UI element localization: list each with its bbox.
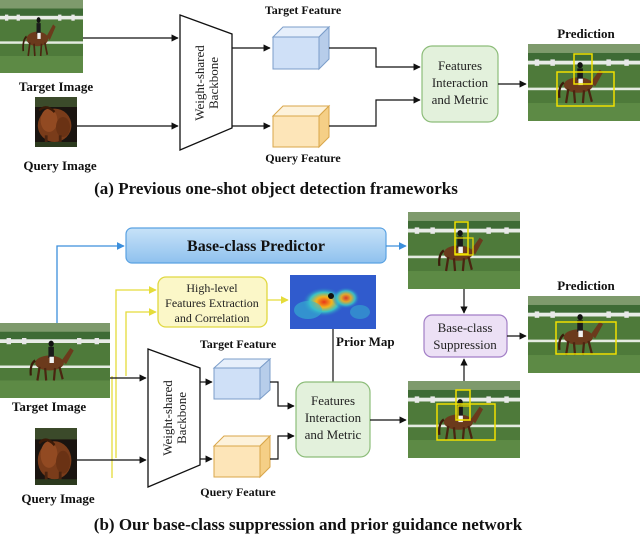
bottom-query-feature-cube: [212, 434, 272, 479]
top-interaction-line2: Interaction: [432, 75, 489, 90]
bottom-interaction-line1: Features: [311, 393, 355, 408]
base-class-bbox-horse: [454, 237, 474, 256]
top-backbone-line1: Weight-shared: [192, 45, 207, 121]
top-interaction-line1: Features: [438, 58, 482, 73]
bottom-caption: (b) Our base-class suppression and prior…: [94, 515, 523, 534]
top-target-feature-cube: [271, 25, 331, 71]
top-interaction-line3: and Metric: [432, 92, 489, 107]
bottom-query-image-label: Query Image: [21, 491, 95, 506]
top-target-image-label: Target Image: [19, 79, 93, 94]
bottom-prediction-bbox-horse: [555, 321, 617, 355]
bottom-query-image: [35, 428, 77, 485]
top-query-image: [35, 97, 77, 147]
intermediate-bbox-horse: [436, 403, 496, 441]
highlevel-line1: High-level: [186, 281, 238, 295]
top-caption: (a) Previous one-shot object detection f…: [94, 179, 458, 198]
top-backbone: [179, 14, 233, 151]
bottom-target-image: [0, 323, 110, 398]
intermediate-bbox-small: [457, 405, 471, 421]
bottom-prediction-label: Prediction: [557, 278, 615, 293]
bottom-backbone: [147, 348, 201, 488]
base-class-prediction-image: [408, 212, 520, 289]
highlevel-line3: and Correlation: [175, 311, 250, 325]
bottom-interaction-line2: Interaction: [305, 410, 362, 425]
top-target-feature-label: Target Feature: [265, 3, 342, 17]
proposed-network-panel: Base-class Predictor High-level Features…: [0, 212, 640, 534]
suppression-line2: Suppression: [433, 337, 497, 352]
top-backbone-line2: Backbone: [206, 57, 221, 109]
base-class-predictor-label: Base-class Predictor: [187, 238, 325, 255]
top-prediction-image: [528, 44, 640, 121]
top-query-image-label: Query Image: [23, 158, 97, 173]
top-target-image: [0, 0, 83, 73]
top-prediction-bbox-rider: [573, 53, 593, 85]
suppression-line1: Base-class: [438, 320, 493, 335]
bottom-interaction-line3: and Metric: [305, 427, 362, 442]
bottom-target-feature-cube: [212, 357, 272, 401]
bottom-backbone-line1: Weight-shared: [160, 380, 175, 456]
highlevel-features-box: [157, 276, 268, 328]
prior-map-label: Prior Map: [336, 334, 395, 349]
bottom-target-image-label: Target Image: [12, 399, 86, 414]
top-query-feature-cube: [271, 104, 331, 149]
bottom-prediction-image: [528, 296, 640, 373]
top-prediction-label: Prediction: [557, 26, 615, 41]
bottom-query-feature-label: Query Feature: [200, 485, 276, 499]
top-query-feature-label: Query Feature: [265, 151, 341, 165]
top-prediction-bbox-horse: [556, 71, 615, 107]
bottom-target-feature-label: Target Feature: [200, 337, 277, 351]
prior-map-heatmap: [290, 275, 376, 329]
previous-framework-panel: Target Image Query Image Weight-shared B…: [0, 0, 640, 198]
bottom-backbone-line2: Backbone: [174, 392, 189, 444]
highlevel-line2: Features Extraction: [165, 296, 259, 310]
